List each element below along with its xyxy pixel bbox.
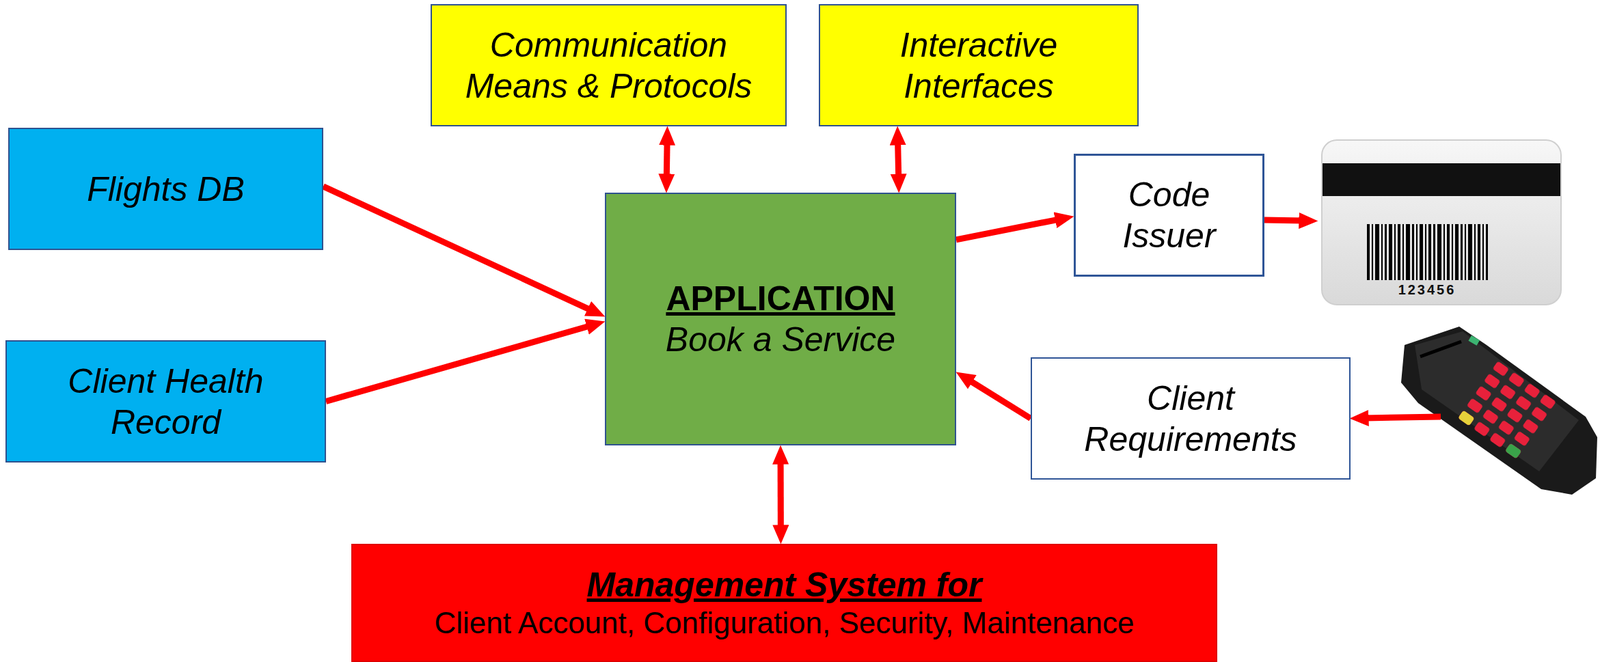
- database-box: Flights DB: [8, 127, 324, 251]
- connector-arrow: [969, 380, 1031, 419]
- node-title: Interactive Interfaces: [829, 24, 1128, 107]
- node-title: Flights DB: [86, 168, 245, 210]
- node-title: Client Requirements: [1041, 377, 1340, 460]
- input-box: Client Requirements: [1030, 357, 1351, 480]
- connector-arrow: [956, 219, 1059, 240]
- connector-arrow: [898, 141, 899, 178]
- status-light: [1468, 335, 1480, 346]
- connector-arrow: [663, 141, 671, 178]
- node-title: APPLICATION: [665, 278, 895, 320]
- database-box: Client Health Record: [5, 340, 327, 463]
- keypad-keys: [1454, 357, 1561, 463]
- barcode-number: 123456: [1398, 282, 1457, 298]
- reader-body: [1401, 326, 1598, 495]
- keypad: [1454, 357, 1561, 463]
- reader-top: [1414, 331, 1579, 472]
- node-subtitle: Client Account, Configuration, Security,…: [434, 605, 1135, 642]
- node-title: Client Health Record: [16, 360, 316, 443]
- card-illustration: [1321, 140, 1562, 305]
- magnetic-stripe: [1322, 163, 1561, 197]
- connector-arrow: [323, 186, 592, 311]
- management-band: Management System forClient Account, Con…: [351, 544, 1218, 662]
- node-subtitle: Book a Service: [665, 319, 896, 361]
- connector-arrow: [326, 326, 591, 402]
- node-title: Communication Means & Protocols: [441, 24, 776, 107]
- issue-arrow: [1264, 220, 1303, 221]
- key-green: [1504, 443, 1522, 460]
- process-box: Code Issuer: [1073, 153, 1265, 277]
- connector-arrow: [777, 460, 784, 530]
- card-reader-illustration: [1401, 326, 1598, 495]
- node-title: Management System for: [587, 564, 983, 606]
- application-box: APPLICATIONBook a Service: [604, 192, 957, 446]
- key-yellow: [1457, 410, 1475, 426]
- card-slot: [1420, 341, 1462, 357]
- interface-box: Interactive Interfaces: [818, 4, 1139, 127]
- card-body: [1321, 140, 1562, 305]
- barcode: [1366, 224, 1488, 281]
- node-title: Code Issuer: [1085, 174, 1253, 257]
- reader-arrow: [1364, 416, 1441, 419]
- interface-box: Communication Means & Protocols: [430, 4, 787, 127]
